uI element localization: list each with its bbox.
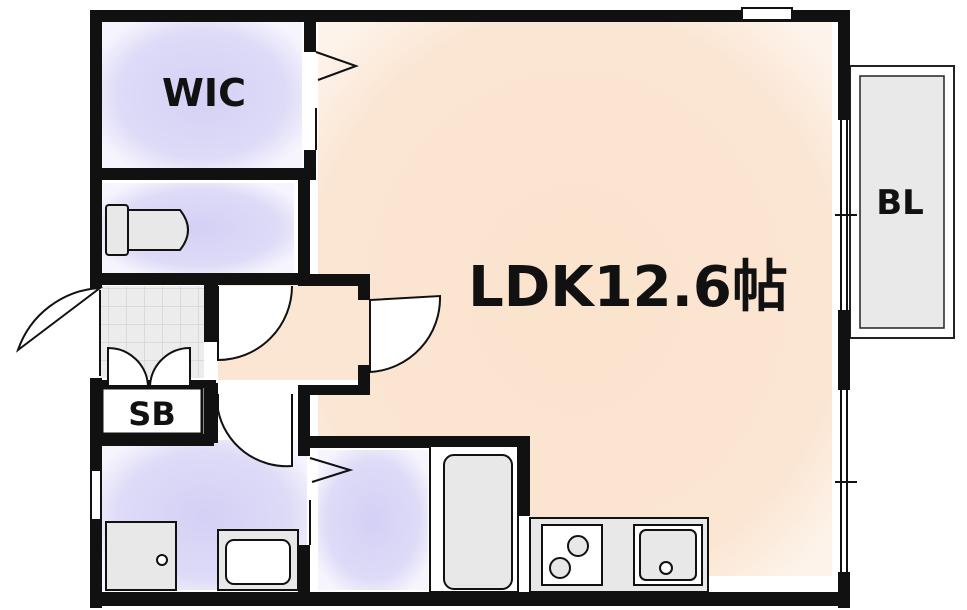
wic-floor <box>102 20 302 170</box>
bathtub <box>429 445 519 593</box>
shoe-box <box>100 386 204 436</box>
balcony-inner <box>859 75 945 329</box>
left-window <box>90 469 102 521</box>
balcony-window <box>835 120 857 572</box>
wic-label: WIC <box>162 71 246 115</box>
wash-basin <box>217 529 299 591</box>
doors <box>15 51 442 545</box>
ldk-label: LDK12.6帖 <box>468 255 788 320</box>
balcony-label: BL <box>876 183 924 223</box>
toilet-fixture <box>105 204 189 256</box>
top-window <box>741 7 793 21</box>
kitchen-counter <box>529 517 709 593</box>
washing-machine <box>105 521 177 591</box>
storage-floor <box>318 450 428 590</box>
shoe-box-label: SB <box>128 395 175 433</box>
